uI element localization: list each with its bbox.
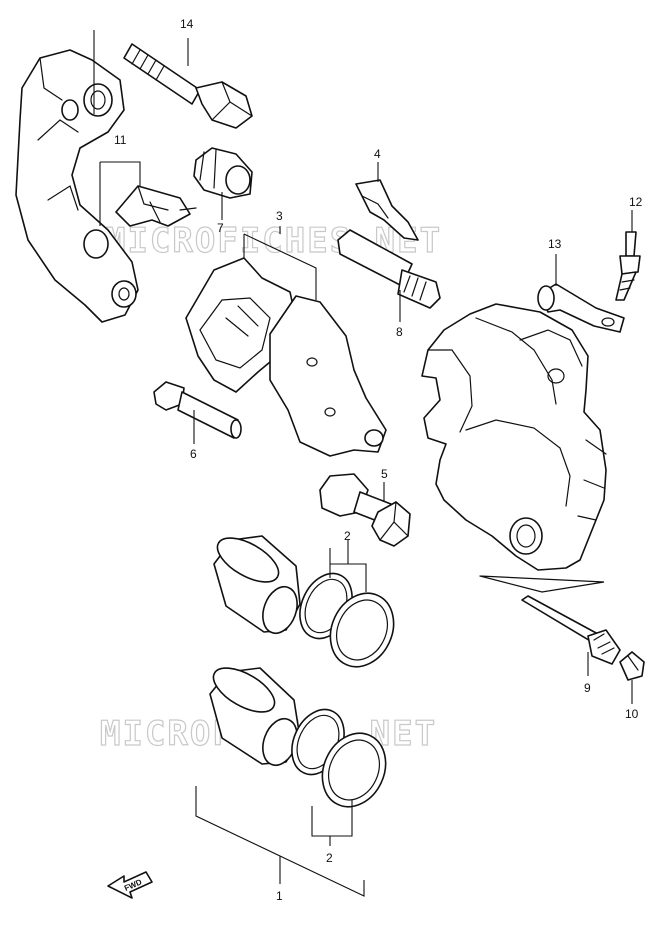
callout-2-upper: 2	[344, 529, 351, 543]
callout-14: 14	[180, 17, 194, 31]
callout-6: 6	[190, 447, 197, 461]
bleeder-12	[615, 231, 641, 301]
seal-lower-2	[291, 708, 387, 808]
boot-7	[193, 147, 253, 199]
slide-pin-8	[337, 229, 441, 309]
leader-lines	[93, 30, 633, 897]
fwd-arrow-icon: FWD	[107, 871, 153, 899]
bolt-5	[319, 473, 411, 547]
caliper-bracket	[15, 49, 139, 323]
outline-zigzag	[479, 575, 605, 593]
brake-pads-3	[185, 257, 387, 457]
cap-10	[619, 651, 645, 681]
callout-9: 9	[584, 681, 591, 695]
seal-upper-2	[299, 572, 395, 668]
piston-lower	[209, 667, 301, 767]
pad-spring-11	[115, 185, 197, 227]
callout-5: 5	[381, 467, 388, 481]
callout-10: 10	[625, 707, 639, 721]
cap-13	[537, 283, 625, 333]
callout-13: 13	[548, 237, 562, 251]
callout-2-lower: 2	[326, 851, 333, 865]
callout-7: 7	[217, 221, 224, 235]
caliper-body	[421, 303, 607, 571]
callout-12: 12	[629, 195, 643, 209]
callout-1: 1	[276, 889, 283, 903]
clip-4	[355, 179, 419, 241]
piston-upper	[213, 535, 301, 635]
bolt-14	[123, 43, 253, 129]
pin-6	[153, 381, 242, 439]
callout-4: 4	[374, 147, 381, 161]
callout-11: 11	[114, 133, 127, 147]
callout-3: 3	[276, 209, 283, 223]
bolt-9	[521, 595, 621, 665]
callout-8: 8	[396, 325, 403, 339]
